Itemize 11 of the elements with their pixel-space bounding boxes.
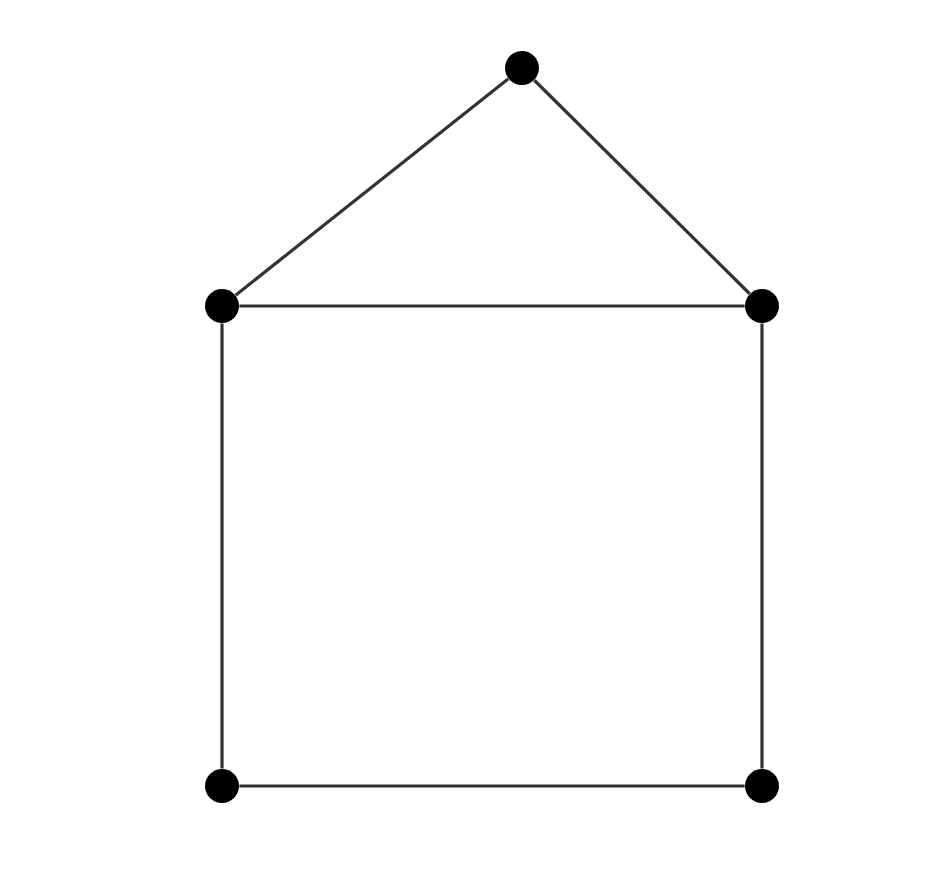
edge-line	[220, 323, 224, 769]
edge-line	[760, 323, 764, 769]
vertex-dot	[505, 51, 539, 85]
vertex-dot	[205, 289, 239, 323]
edge-line	[239, 784, 745, 788]
edge-line	[234, 77, 510, 297]
vertex-dot	[745, 289, 779, 323]
vertex-dot	[745, 769, 779, 803]
vertex-dot	[205, 769, 239, 803]
edge-line	[533, 79, 751, 295]
edge-line	[239, 304, 745, 308]
